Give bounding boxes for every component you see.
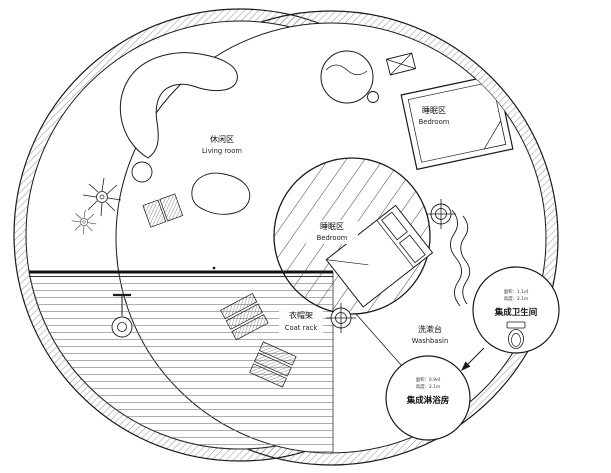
coat-rack-label-zh: 衣帽架 bbox=[289, 310, 313, 320]
coffee-table-icon bbox=[191, 172, 251, 215]
pillow-icon bbox=[398, 234, 426, 264]
entrance-arrow-icon bbox=[461, 347, 485, 371]
top-bedroom-label-en: Bedroom bbox=[419, 118, 450, 126]
top-bedroom-label-zh: 睡眠区 bbox=[422, 106, 446, 115]
deck-floor bbox=[28, 271, 334, 454]
center-bedroom-label-zh: 睡眠区 bbox=[320, 222, 344, 231]
shower-pod-spec2: 高度：2.1m bbox=[416, 383, 440, 390]
curved-sofa-icon bbox=[119, 52, 238, 159]
stove-icon bbox=[111, 293, 133, 338]
stool-icon bbox=[367, 91, 379, 103]
side-table-icon bbox=[131, 161, 153, 183]
bathroom-pod-label: 集成卫生间 bbox=[494, 307, 538, 318]
dot bbox=[212, 266, 216, 270]
bedroom-top bbox=[400, 73, 514, 171]
washbasin-label-en: Washbasin bbox=[412, 337, 449, 345]
wavy-divider-icon bbox=[450, 209, 471, 307]
bathroom-pod-spec1: 面积：1.1㎡ bbox=[504, 288, 529, 295]
shower-pod-circle bbox=[385, 355, 471, 441]
pillow-icon bbox=[381, 211, 408, 241]
shower-pod-label: 集成淋浴房 bbox=[406, 395, 450, 406]
living-room-label-zh: 休闲区 bbox=[210, 134, 234, 144]
bathroom-pod: 面积：1.1㎡ 高度：2.1m 集成卫生间 bbox=[472, 266, 560, 354]
center-bed-icon bbox=[325, 204, 434, 308]
coat-rack-icon-2 bbox=[249, 341, 297, 388]
toilet-icon bbox=[506, 321, 526, 349]
round-table-icon bbox=[320, 50, 379, 104]
center-bedroom-label-en: Bedroom bbox=[317, 234, 348, 242]
coat-rack-label-en: Coat rack bbox=[285, 324, 318, 332]
bed-icon bbox=[400, 73, 514, 171]
label-halo bbox=[279, 309, 323, 334]
window-unit-icon bbox=[385, 52, 417, 76]
shower-pod-spec1: 面积：0.9㎡ bbox=[416, 376, 441, 383]
label-halo bbox=[306, 220, 358, 244]
living-room-label-en: Living room bbox=[202, 147, 242, 155]
bathroom-pod-spec2: 高度：2.1m bbox=[504, 295, 528, 302]
center-bedroom: 睡眠区 Bedroom bbox=[273, 157, 434, 315]
washbasin-label-zh: 洗漱台 bbox=[418, 324, 442, 334]
coat-rack-icon-1 bbox=[220, 292, 269, 341]
bathroom-pod-circle bbox=[472, 266, 560, 354]
cushion-mat-icon bbox=[142, 193, 184, 228]
blanket-fold bbox=[483, 119, 507, 150]
shower-pod: 面积：0.9㎡ 高度：2.1m 集成淋浴房 bbox=[385, 355, 471, 441]
